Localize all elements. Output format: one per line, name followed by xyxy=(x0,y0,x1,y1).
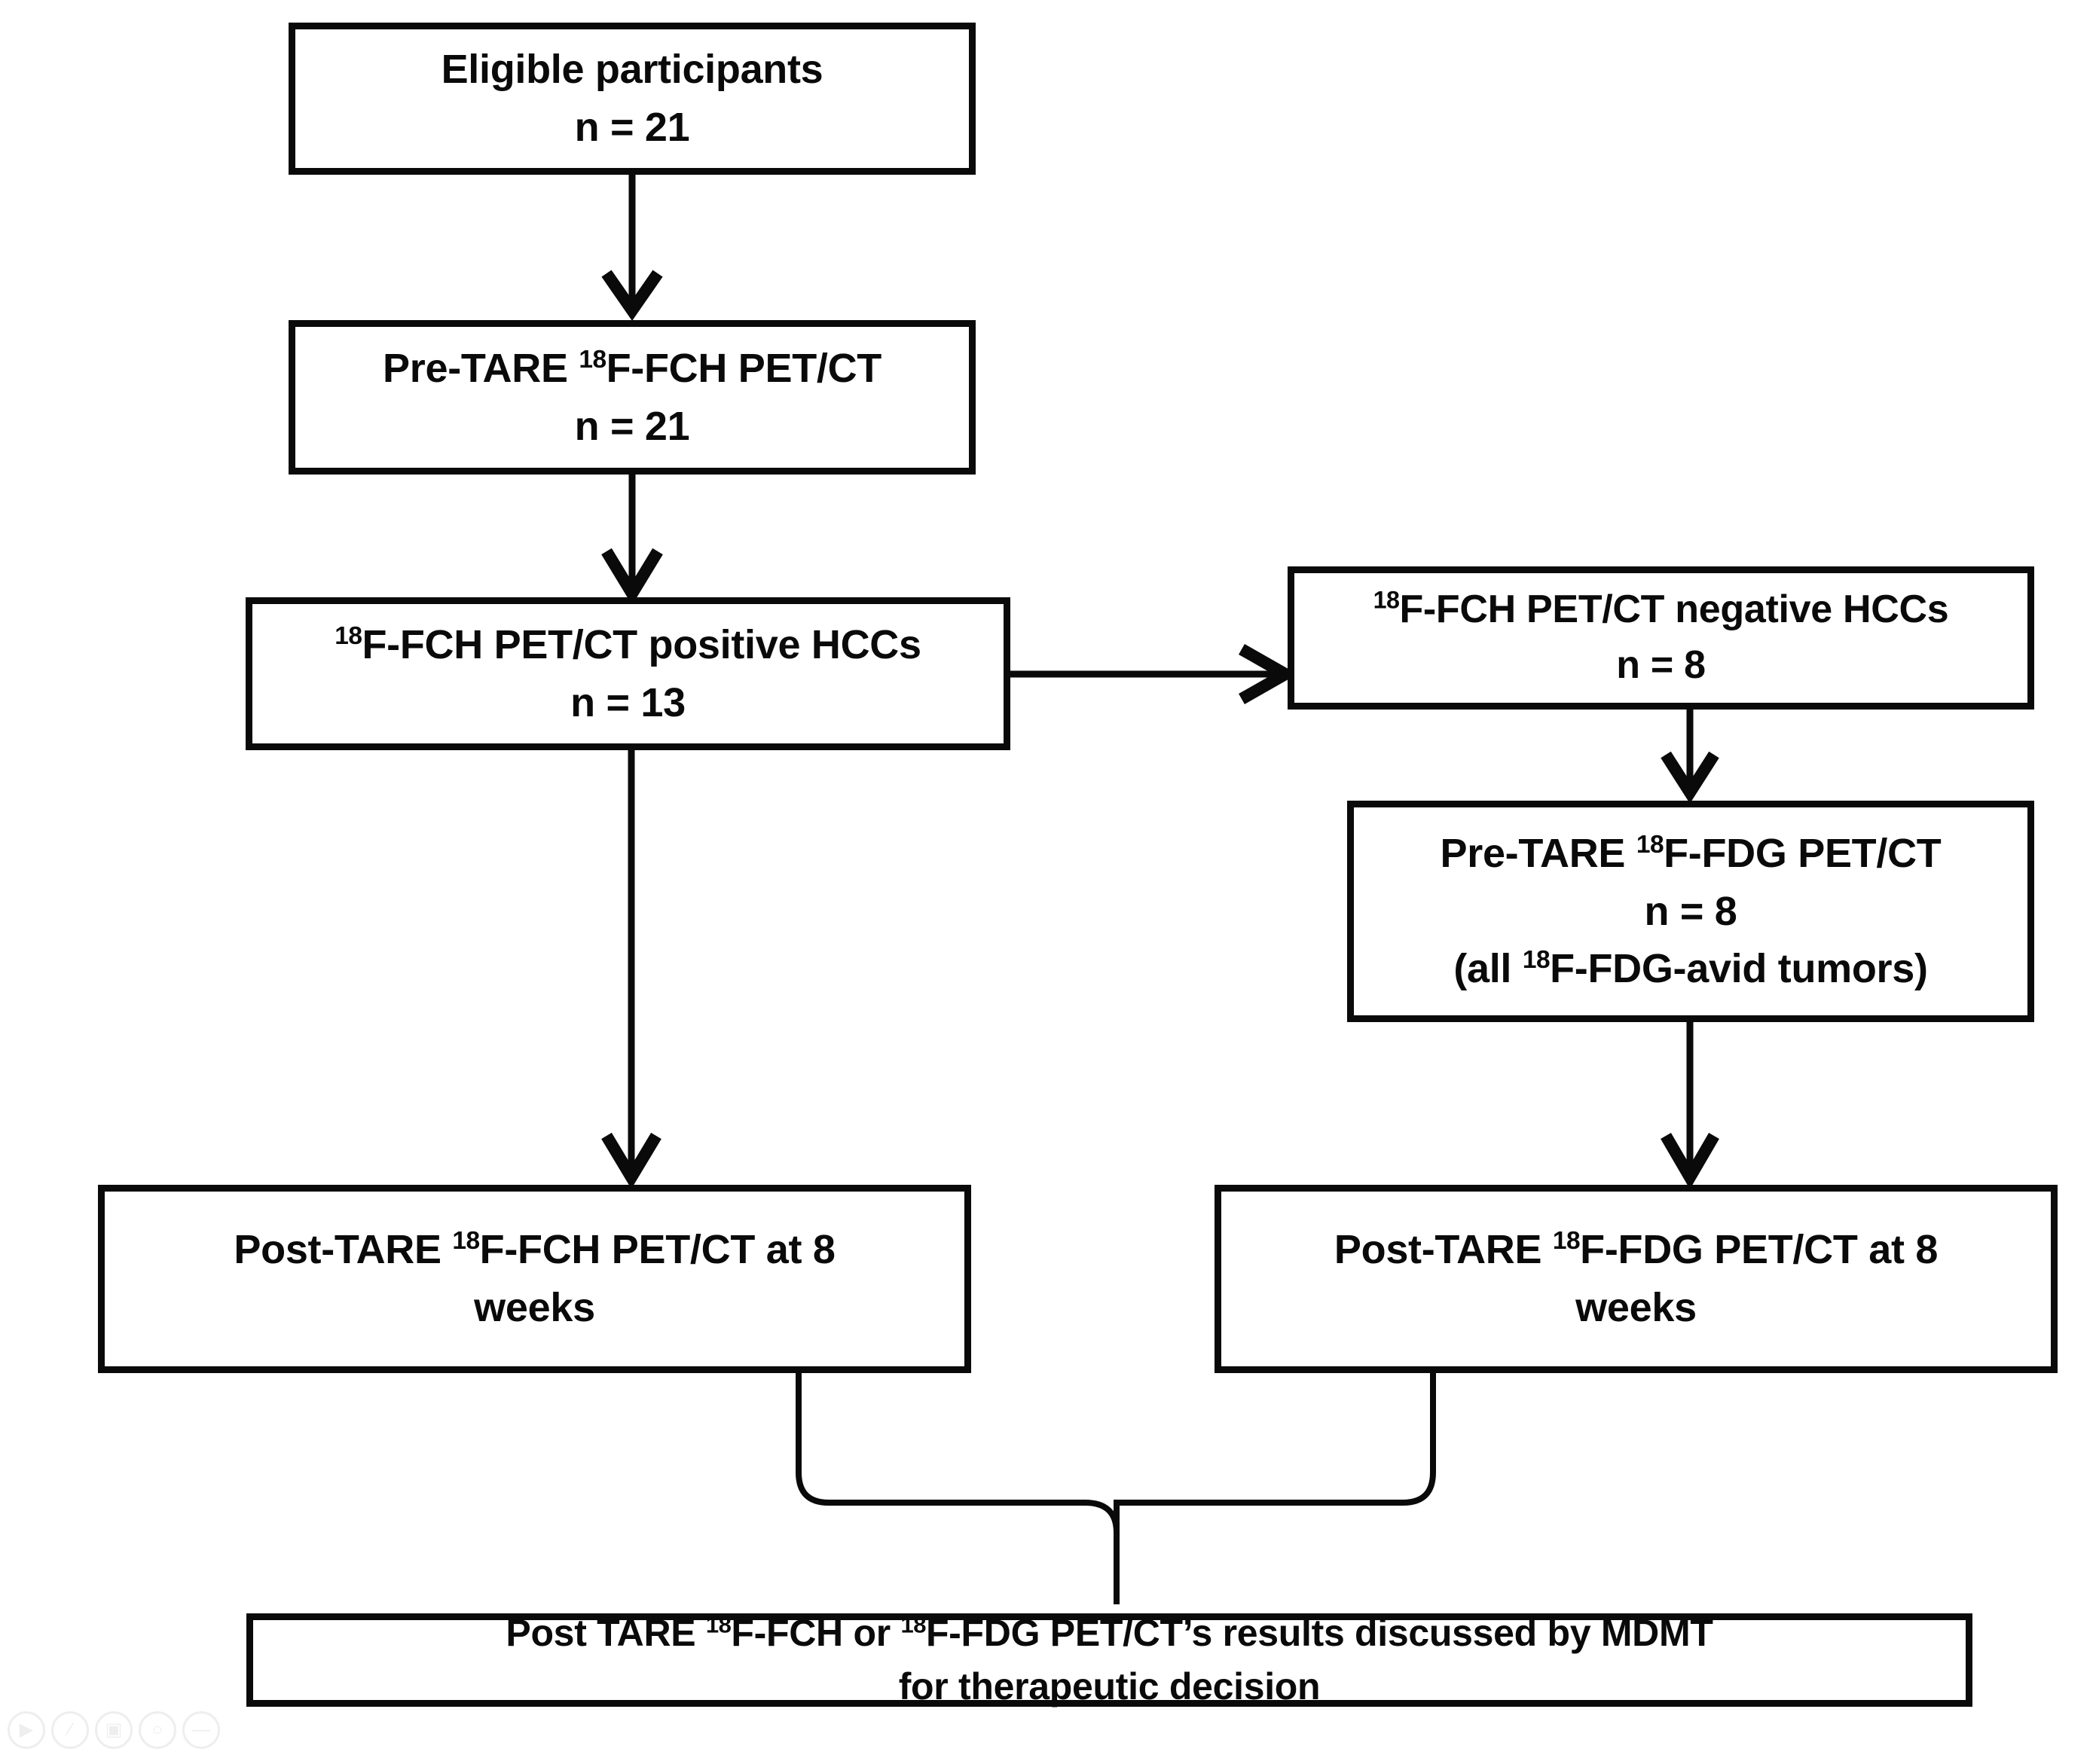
pencil-icon: ∕ xyxy=(51,1711,89,1749)
isotope-superscript: 18 xyxy=(1373,586,1400,614)
more-icon: — xyxy=(182,1711,220,1749)
node-mdmt-discussion: Post TARE 18F-FCH or 18F-FDG PET/CT’s re… xyxy=(246,1612,1972,1708)
node-pre-fdg-line1: Pre-TARE 18F-FDG PET/CT xyxy=(1366,825,2015,883)
node-post-tare-fdg-pet-ct: Post-TARE 18F-FDG PET/CT at 8 weeks xyxy=(1215,1185,2058,1373)
isotope-superscript: 18 xyxy=(1522,946,1551,975)
isotope-superscript: 18 xyxy=(1552,1227,1581,1256)
node-pre-fdg-prefix: Pre-TARE xyxy=(1440,830,1636,876)
node-fch-negative-suffix: F-FCH PET/CT negative HCCs xyxy=(1399,587,1949,632)
isotope-superscript: 18 xyxy=(335,621,362,650)
node-pre-fch-suffix: F-FCH PET/CT xyxy=(606,345,882,391)
node-fch-pet-ct-positive-hccs: 18F-FCH PET/CT positive HCCs n = 13 xyxy=(246,597,1010,750)
node-pre-tare-fdg-pet-ct: Pre-TARE 18F-FDG PET/CT n = 8 (all 18F-F… xyxy=(1347,801,2034,1022)
node-mdmt-suffix: F-FDG PET/CT’s results discussed by MDMT xyxy=(925,1612,1713,1654)
node-pre-fdg-note-suffix: F-FDG-avid tumors) xyxy=(1550,946,1928,992)
node-pre-fch-prefix: Pre-TARE xyxy=(383,345,579,391)
node-post-fdg-prefix: Post-TARE xyxy=(1334,1227,1553,1273)
node-eligible-participants: Eligible participants n = 21 xyxy=(289,23,976,175)
edge-fch-positive-to-fch-negative xyxy=(1010,644,1298,704)
watermark-toolbar: ▶ ∕ ▣ ○ — xyxy=(8,1711,220,1749)
search-icon: ○ xyxy=(139,1711,176,1749)
isotope-superscript: 18 xyxy=(452,1227,480,1256)
node-pre-fdg-suffix: F-FDG PET/CT xyxy=(1664,830,1942,876)
node-pre-fch-line2: n = 21 xyxy=(574,403,690,449)
node-post-fdg-line1: Post-TARE 18F-FDG PET/CT at 8 xyxy=(1233,1221,2039,1279)
isotope-superscript: 18 xyxy=(579,345,606,374)
node-mdmt-line2: for therapeutic decision xyxy=(898,1665,1321,1708)
node-fch-pet-ct-negative-hccs: 18F-FCH PET/CT negative HCCs n = 8 xyxy=(1288,566,2034,710)
node-fch-positive-line1: 18F-FCH PET/CT positive HCCs xyxy=(264,616,991,674)
isotope-superscript: 18 xyxy=(705,1611,732,1638)
node-pre-fdg-line3: (all 18F-FDG-avid tumors) xyxy=(1366,940,2015,998)
node-pre-fdg-line2: n = 8 xyxy=(1644,888,1737,934)
node-post-fdg-suffix: F-FDG PET/CT at 8 xyxy=(1580,1227,1939,1273)
edge-fch-negative-to-pre-fdg xyxy=(1661,710,1719,804)
edge-pre-fch-to-fch-positive xyxy=(601,475,663,606)
node-mdmt-middle: F-FCH or xyxy=(731,1612,901,1654)
node-eligible-line1: Eligible participants xyxy=(441,47,823,93)
clipboard-icon: ▣ xyxy=(95,1711,133,1749)
node-pre-fdg-note-prefix: (all xyxy=(1453,946,1523,992)
node-post-fdg-line2: weeks xyxy=(1575,1285,1697,1330)
node-post-fch-line2: weeks xyxy=(474,1285,595,1330)
play-icon: ▶ xyxy=(8,1711,45,1749)
node-pre-tare-fch-pet-ct: Pre-TARE 18F-FCH PET/CT n = 21 xyxy=(289,320,976,475)
node-pre-fch-line1: Pre-TARE 18F-FCH PET/CT xyxy=(307,340,957,398)
node-fch-positive-suffix: F-FCH PET/CT positive HCCs xyxy=(362,621,921,667)
edge-pre-fdg-to-post-fdg xyxy=(1661,1022,1719,1189)
node-fch-positive-line2: n = 13 xyxy=(570,679,686,725)
node-post-fch-suffix: F-FCH PET/CT at 8 xyxy=(479,1227,836,1273)
node-mdmt-line1: Post TARE 18F-FCH or 18F-FDG PET/CT’s re… xyxy=(265,1607,1954,1660)
edge-brace-merge-to-mdmt xyxy=(796,1373,1436,1604)
isotope-superscript: 18 xyxy=(1636,830,1664,859)
node-fch-negative-line2: n = 8 xyxy=(1616,643,1706,687)
node-post-fch-line1: Post-TARE 18F-FCH PET/CT at 8 xyxy=(117,1221,952,1279)
node-fch-negative-line1: 18F-FCH PET/CT negative HCCs xyxy=(1306,582,2015,638)
node-eligible-line2: n = 21 xyxy=(574,105,690,150)
isotope-superscript: 18 xyxy=(900,1611,926,1638)
node-mdmt-prefix: Post TARE xyxy=(506,1612,706,1654)
node-post-tare-fch-pet-ct: Post-TARE 18F-FCH PET/CT at 8 weeks xyxy=(98,1185,971,1373)
edge-eligible-to-pre-fch xyxy=(601,175,663,322)
edge-fch-positive-to-post-fch xyxy=(601,750,661,1189)
node-post-fch-prefix: Post-TARE xyxy=(234,1227,453,1273)
